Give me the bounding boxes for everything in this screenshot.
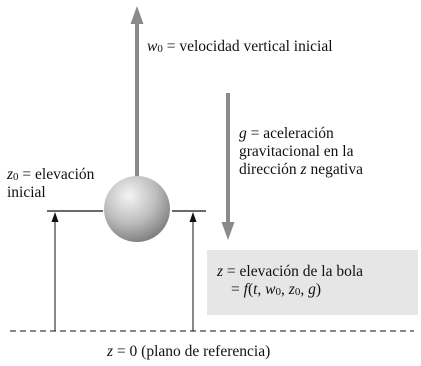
ball-elevation-box [207,250,418,315]
reference-plane-label: z = 0 (plano de referencia) [107,343,271,360]
ball [104,176,170,242]
dimension-arrow-right-head [189,212,197,222]
initial-velocity-arrowhead [130,6,144,24]
gravity-label: g = aceleración gravitacional en la dire… [239,125,363,178]
ball-elevation-label: z = elevación de la bola = f(t, w0, z0, … [217,263,364,298]
initial-elevation-label: z0 = elevación inicial [7,166,95,201]
initial-velocity-label: w0 = velocidad vertical inicial [147,38,333,55]
dimension-arrow-left-head [51,212,59,222]
gravity-arrowhead [221,222,235,240]
